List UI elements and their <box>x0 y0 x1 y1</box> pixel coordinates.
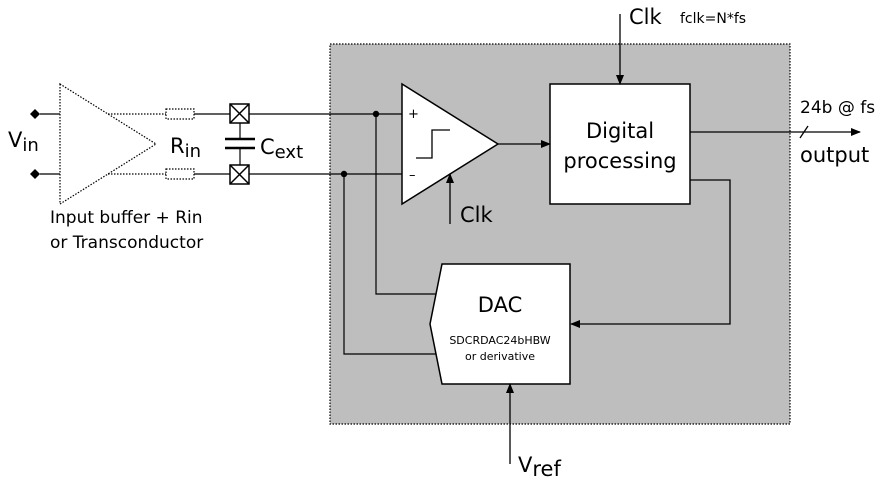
rin-resistor-top <box>165 108 195 120</box>
bus-slash <box>799 125 809 139</box>
dac-subtitle-1: SDCRDAC24bHBW <box>449 334 550 347</box>
output-label: output <box>800 143 869 167</box>
cext-label: Cext <box>260 135 303 163</box>
cext-capacitor <box>225 123 255 165</box>
dac-feedback-path <box>570 179 731 328</box>
top-clk-label: Clk <box>629 5 662 29</box>
clk-frequency-formula: fclk=N*fs <box>680 11 746 27</box>
vin-pin-top <box>30 109 40 119</box>
digital-processing-block <box>549 83 691 205</box>
vin-pin-bottom <box>30 169 40 179</box>
pad-bottom <box>229 164 250 185</box>
dac-subtitle-2: or derivative <box>465 350 535 363</box>
dac-block <box>429 263 571 385</box>
vin-label: Vin <box>8 128 39 156</box>
vref-label: Vref <box>518 453 561 481</box>
input-buffer-triangle <box>59 82 158 206</box>
comparator-clk-label: Clk <box>460 203 493 227</box>
rin-resistor-bottom <box>165 168 195 180</box>
output-rate-label: 24b @ fs <box>800 98 875 118</box>
comparator-hysteresis-icon <box>416 129 450 159</box>
buffer-caption-line1: Input buffer + Rin <box>50 208 203 228</box>
digital-processing-line1: Digital <box>586 119 654 143</box>
pad-top <box>229 103 250 124</box>
dac-title: DAC <box>478 293 522 317</box>
comparator-plus: + <box>408 107 419 122</box>
rin-label: Rin <box>170 134 201 162</box>
buffer-caption-line2: or Transconductor <box>50 233 203 253</box>
digital-processing-line2: processing <box>563 149 676 173</box>
comparator-minus: – <box>409 168 416 183</box>
